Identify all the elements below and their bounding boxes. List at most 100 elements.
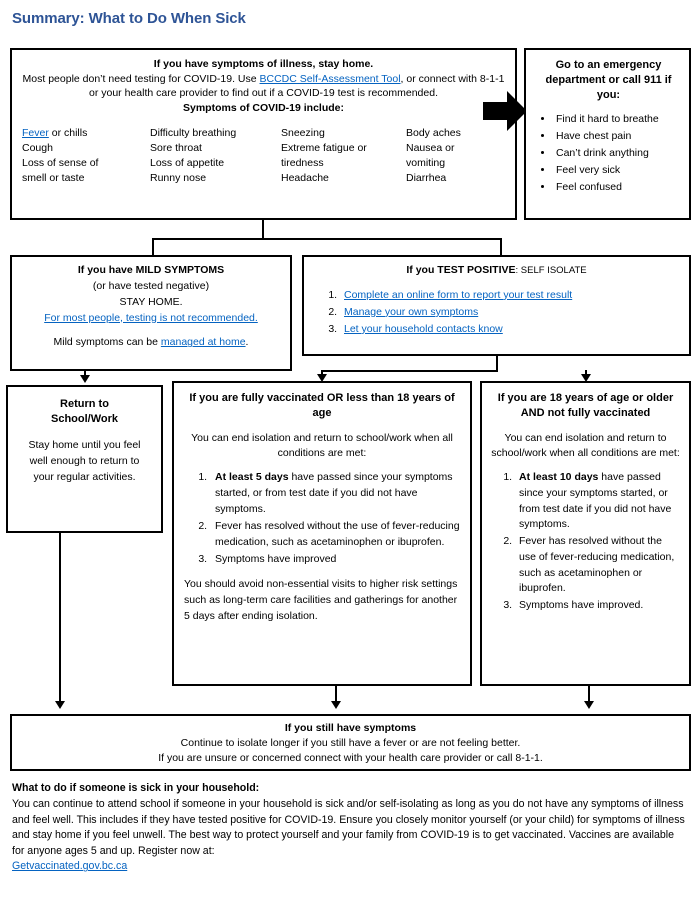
unvaxxed-conditions-list: At least 10 days have passed since your … [491,470,680,614]
arrowhead-icon [581,374,591,382]
positive-heading-bold: If you TEST POSITIVE [406,264,516,276]
manage-symptoms-link[interactable]: Manage your own symptoms [344,305,479,318]
symptom-item: Loss of appetite [150,157,225,170]
symptom-columns: Fever or chills Cough Loss of sense of s… [22,126,505,186]
list-item: Have chest pain [554,128,683,145]
report-test-result-link[interactable]: Complete an online form to report your t… [344,288,573,301]
vaxxed-tail-note: You should avoid non-essential visits to… [184,577,458,622]
condition-text: Symptoms have improved. [519,599,644,612]
arrowhead-icon [80,375,90,383]
stay-home-heading: If you have symptoms of illness, stay ho… [153,58,374,70]
getvaccinated-link[interactable]: Getvaccinated.gov.bc.ca [12,860,128,873]
positive-steps-list: Complete an online form to report your t… [314,287,679,338]
testing-text-pre: Most people don’t need testing for COVID… [22,72,260,85]
symptom-item: Cough [22,142,53,155]
condition-bold: At least 5 days [215,471,289,484]
testing-text-post: , or connect with 8-1-1 or your health c… [89,72,505,99]
managed-pre: Mild symptoms can be [53,336,161,349]
mild-symptoms-box: If you have MILD SYMPTOMS (or have teste… [10,255,292,371]
connector-vertical-to-positive [500,238,502,256]
symptom-item: Fever or chills [22,126,146,141]
return-heading-line-1: Return to [60,398,109,410]
fever-link[interactable]: Fever [22,127,49,140]
symptom-item: Headache [281,172,329,185]
positive-heading: If you TEST POSITIVE: SELF ISOLATE [314,264,679,278]
managed-at-home-link[interactable]: managed at home [160,336,246,349]
condition-text: have passed since your symptoms started,… [215,471,453,516]
vaxxed-subheading: You can end isolation and return to scho… [191,431,453,459]
testing-not-recommended-link[interactable]: For most people, testing is not recommen… [44,311,258,324]
footer-body: You can continue to attend school if som… [12,798,685,857]
arrowhead-icon [584,701,594,709]
symptom-item: vomiting [406,157,446,170]
mild-managed-line: Mild symptoms can be managed at home. [18,336,284,350]
connector-unvaxxed-to-still [588,686,590,703]
condition-text: Symptoms have improved [215,552,337,565]
symptom-item: Sneezing [281,127,325,140]
connector-vertical-main [262,220,264,240]
mild-heading: If you have MILD SYMPTOMS [77,264,225,276]
connector-to-vaxxed [321,370,323,377]
connector-horizontal-split [153,238,502,240]
symptom-item: Sore throat [150,142,202,155]
list-item: At least 10 days have passed since your … [515,470,680,533]
fully-vaccinated-box: If you are fully vaccinated OR less than… [172,381,472,686]
symptom-item: Loss of sense of [22,157,99,170]
return-body: Stay home until you feel well enough to … [28,439,141,483]
connector-positive-vertical [496,356,498,372]
not-fully-vaccinated-box: If you are 18 years of age or older AND … [480,381,691,686]
unvaxxed-heading: If you are 18 years of age or older AND … [497,392,674,420]
still-have-symptoms-box: If you still have symptoms Continue to i… [10,714,691,771]
symptom-column-1: Fever or chills Cough Loss of sense of s… [22,126,150,186]
arrowhead-icon [55,701,65,709]
still-line-2: Continue to isolate longer if you still … [180,736,521,749]
symptom-item: Diarrhea [406,172,447,185]
vaxxed-conditions-list: At least 5 days have passed since your s… [184,470,460,568]
unvaxxed-subheading: You can end isolation and return to scho… [491,431,680,459]
spacer [18,327,284,336]
mild-line-3: STAY HOME. [119,295,183,308]
page-title: Summary: What to Do When Sick [12,10,246,27]
symptom-text: or chills [48,127,88,140]
symptom-column-3: Sneezing Extreme fatigue or tiredness He… [281,126,406,186]
symptom-column-4: Body aches Nausea or vomiting Diarrhea [406,126,506,186]
stay-home-intro: If you have symptoms of illness, stay ho… [22,58,505,115]
managed-post: . [245,336,249,349]
bccdc-self-assessment-link[interactable]: BCCDC Self-Assessment Tool [259,72,401,85]
right-block-arrow-icon [483,91,527,131]
connector-return-to-still [59,533,61,703]
still-heading: If you still have symptoms [284,722,417,734]
symptom-item: smell or taste [22,172,85,185]
condition-text: Fever has resolved without the use of fe… [519,535,675,595]
list-item: Can’t drink anything [554,145,683,162]
list-item: Let your household contacts know [340,321,679,338]
list-item: Find it hard to breathe [554,111,683,128]
list-item: Symptoms have improved. [515,598,680,614]
symptom-item: Runny nose [150,172,207,185]
list-item: Manage your own symptoms [340,304,679,321]
list-item: Complete an online form to report your t… [340,287,679,304]
list-item: Feel very sick [554,162,683,179]
connector-positive-horizontal-split [322,370,498,372]
test-positive-box: If you TEST POSITIVE: SELF ISOLATE Compl… [302,255,691,356]
symptom-item: Extreme fatigue or [281,142,367,155]
arrowhead-icon [331,701,341,709]
emergency-box: Go to an emergency department or call 91… [524,48,691,220]
footer-heading: What to do if someone is sick in your ho… [12,782,260,794]
list-item: Feel confused [554,179,683,196]
mild-line-2: (or have tested negative) [92,279,210,292]
return-heading-line-2: School/Work [50,413,119,426]
emergency-heading: Go to an emergency department or call 91… [545,59,672,101]
connector-vaxxed-to-still [335,686,337,703]
connector-to-unvaxxed [585,370,587,377]
arrowhead-icon [317,374,327,382]
condition-text: Fever has resolved without the use of fe… [215,520,460,549]
stay-home-box: If you have symptoms of illness, stay ho… [10,48,517,220]
emergency-symptom-list: Find it hard to breathe Have chest pain … [534,111,683,196]
stay-home-testing-text: Most people don’t need testing for COVID… [22,73,505,101]
list-item: Fever has resolved without the use of fe… [210,519,460,551]
list-item: Symptoms have improved [210,552,460,568]
household-contacts-link[interactable]: Let your household contacts know [344,322,503,335]
condition-text: have passed since your symptoms started,… [519,471,672,531]
